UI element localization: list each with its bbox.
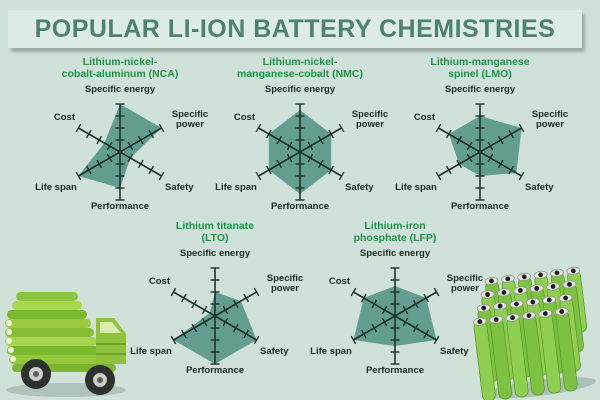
axis-label-specific-power-line1: Specific bbox=[446, 273, 484, 284]
axis-label-safety: Safety bbox=[345, 182, 374, 193]
axis-label-specific-power-line2: power bbox=[176, 119, 204, 131]
chart-title-line2: cobalt-aluminum (NCA) bbox=[61, 68, 179, 81]
axis-label-specific-power-line1: Specific bbox=[351, 109, 389, 120]
chart-title-line1: Lithium-nickel- bbox=[82, 56, 158, 68]
title-banner: POPULAR LI-ION BATTERY CHEMISTRIES bbox=[8, 10, 582, 48]
chart-title-line2: manganese-cobalt (NMC) bbox=[236, 68, 363, 81]
axis-label-performance: Performance bbox=[270, 201, 330, 212]
axis-label-safety: Safety bbox=[260, 346, 289, 357]
chart-title-line2: (LTO) bbox=[201, 232, 229, 245]
page-title: POPULAR LI-ION BATTERY CHEMISTRIES bbox=[34, 14, 556, 43]
axis-label-performance: Performance bbox=[450, 201, 510, 212]
radar-plot bbox=[435, 103, 525, 201]
chart-title-line1: Lithium titanate bbox=[175, 220, 255, 232]
axis-label-specific-energy: Specific energy bbox=[444, 84, 516, 95]
axis-label-specific-energy: Specific energy bbox=[359, 248, 431, 259]
axis-label-life-span: Life span bbox=[35, 182, 77, 193]
radar-chart-lmo: Lithium-manganese spinel (LMO) Specific … bbox=[385, 56, 575, 222]
radar-chart-nca: Lithium-nickel- cobalt-aluminum (NCA) Sp… bbox=[25, 56, 215, 222]
axis-label-safety: Safety bbox=[165, 182, 194, 193]
axis-label-cost: Cost bbox=[413, 112, 435, 123]
axis-label-specific-power-line2: power bbox=[536, 119, 564, 131]
axis-label-life-span: Life span bbox=[130, 346, 172, 357]
axis-label-specific-power-line1: Specific bbox=[531, 109, 569, 120]
radar-chart-lto: Lithium titanate (LTO) Specific energy C… bbox=[120, 220, 310, 386]
axis-label-cost: Cost bbox=[53, 112, 75, 123]
axis-label-specific-power-line2: power bbox=[451, 283, 479, 295]
chart-title: Lithium-manganese spinel (LMO) bbox=[385, 56, 575, 82]
axis-label-specific-power-line2: power bbox=[356, 119, 384, 131]
axis-label-cost: Cost bbox=[148, 276, 170, 287]
axis-label-specific-power-line1: Specific bbox=[171, 109, 209, 120]
chart-title-line1: Lithium-nickel- bbox=[262, 56, 338, 68]
axis-label-performance: Performance bbox=[185, 365, 245, 376]
chart-title: Lithium-nickel- manganese-cobalt (NMC) bbox=[205, 56, 395, 82]
radar-chart-nmc: Lithium-nickel- manganese-cobalt (NMC) S… bbox=[205, 56, 395, 222]
axis-label-specific-power-line2: power bbox=[271, 283, 299, 295]
chart-title-line1: Lithium-manganese bbox=[430, 56, 530, 68]
chart-title: Lithium-nickel- cobalt-aluminum (NCA) bbox=[25, 56, 215, 82]
axis-label-life-span: Life span bbox=[395, 182, 437, 193]
axis-label-performance: Performance bbox=[365, 365, 425, 376]
axis-label-safety: Safety bbox=[525, 182, 554, 193]
radar-chart-lfp: Lithium-iron phosphate (LFP) Specific en… bbox=[300, 220, 490, 386]
axis-label-performance: Performance bbox=[90, 201, 150, 212]
chart-title-line2: phosphate (LFP) bbox=[353, 232, 437, 245]
axis-label-cost: Cost bbox=[233, 112, 255, 123]
axis-label-cost: Cost bbox=[328, 276, 350, 287]
axis-label-specific-energy: Specific energy bbox=[264, 84, 336, 95]
radar-plot bbox=[350, 267, 440, 365]
radar-plot bbox=[170, 267, 260, 365]
axis-label-specific-energy: Specific energy bbox=[84, 84, 156, 95]
chart-title-line1: Lithium-iron bbox=[364, 220, 426, 232]
battery-truck-image bbox=[5, 292, 126, 397]
axis-label-specific-power-line1: Specific bbox=[266, 273, 304, 284]
axis-label-life-span: Life span bbox=[310, 346, 352, 357]
axis-label-specific-energy: Specific energy bbox=[179, 248, 251, 259]
radar-plot bbox=[75, 103, 165, 201]
axis-label-safety: Safety bbox=[440, 346, 469, 357]
chart-title: Lithium-iron phosphate (LFP) bbox=[300, 220, 490, 246]
battery-pack-image bbox=[472, 266, 596, 400]
chart-title: Lithium titanate (LTO) bbox=[120, 220, 310, 246]
chart-title-line2: spinel (LMO) bbox=[448, 68, 512, 81]
axis-label-life-span: Life span bbox=[215, 182, 257, 193]
radar-plot bbox=[255, 103, 345, 201]
